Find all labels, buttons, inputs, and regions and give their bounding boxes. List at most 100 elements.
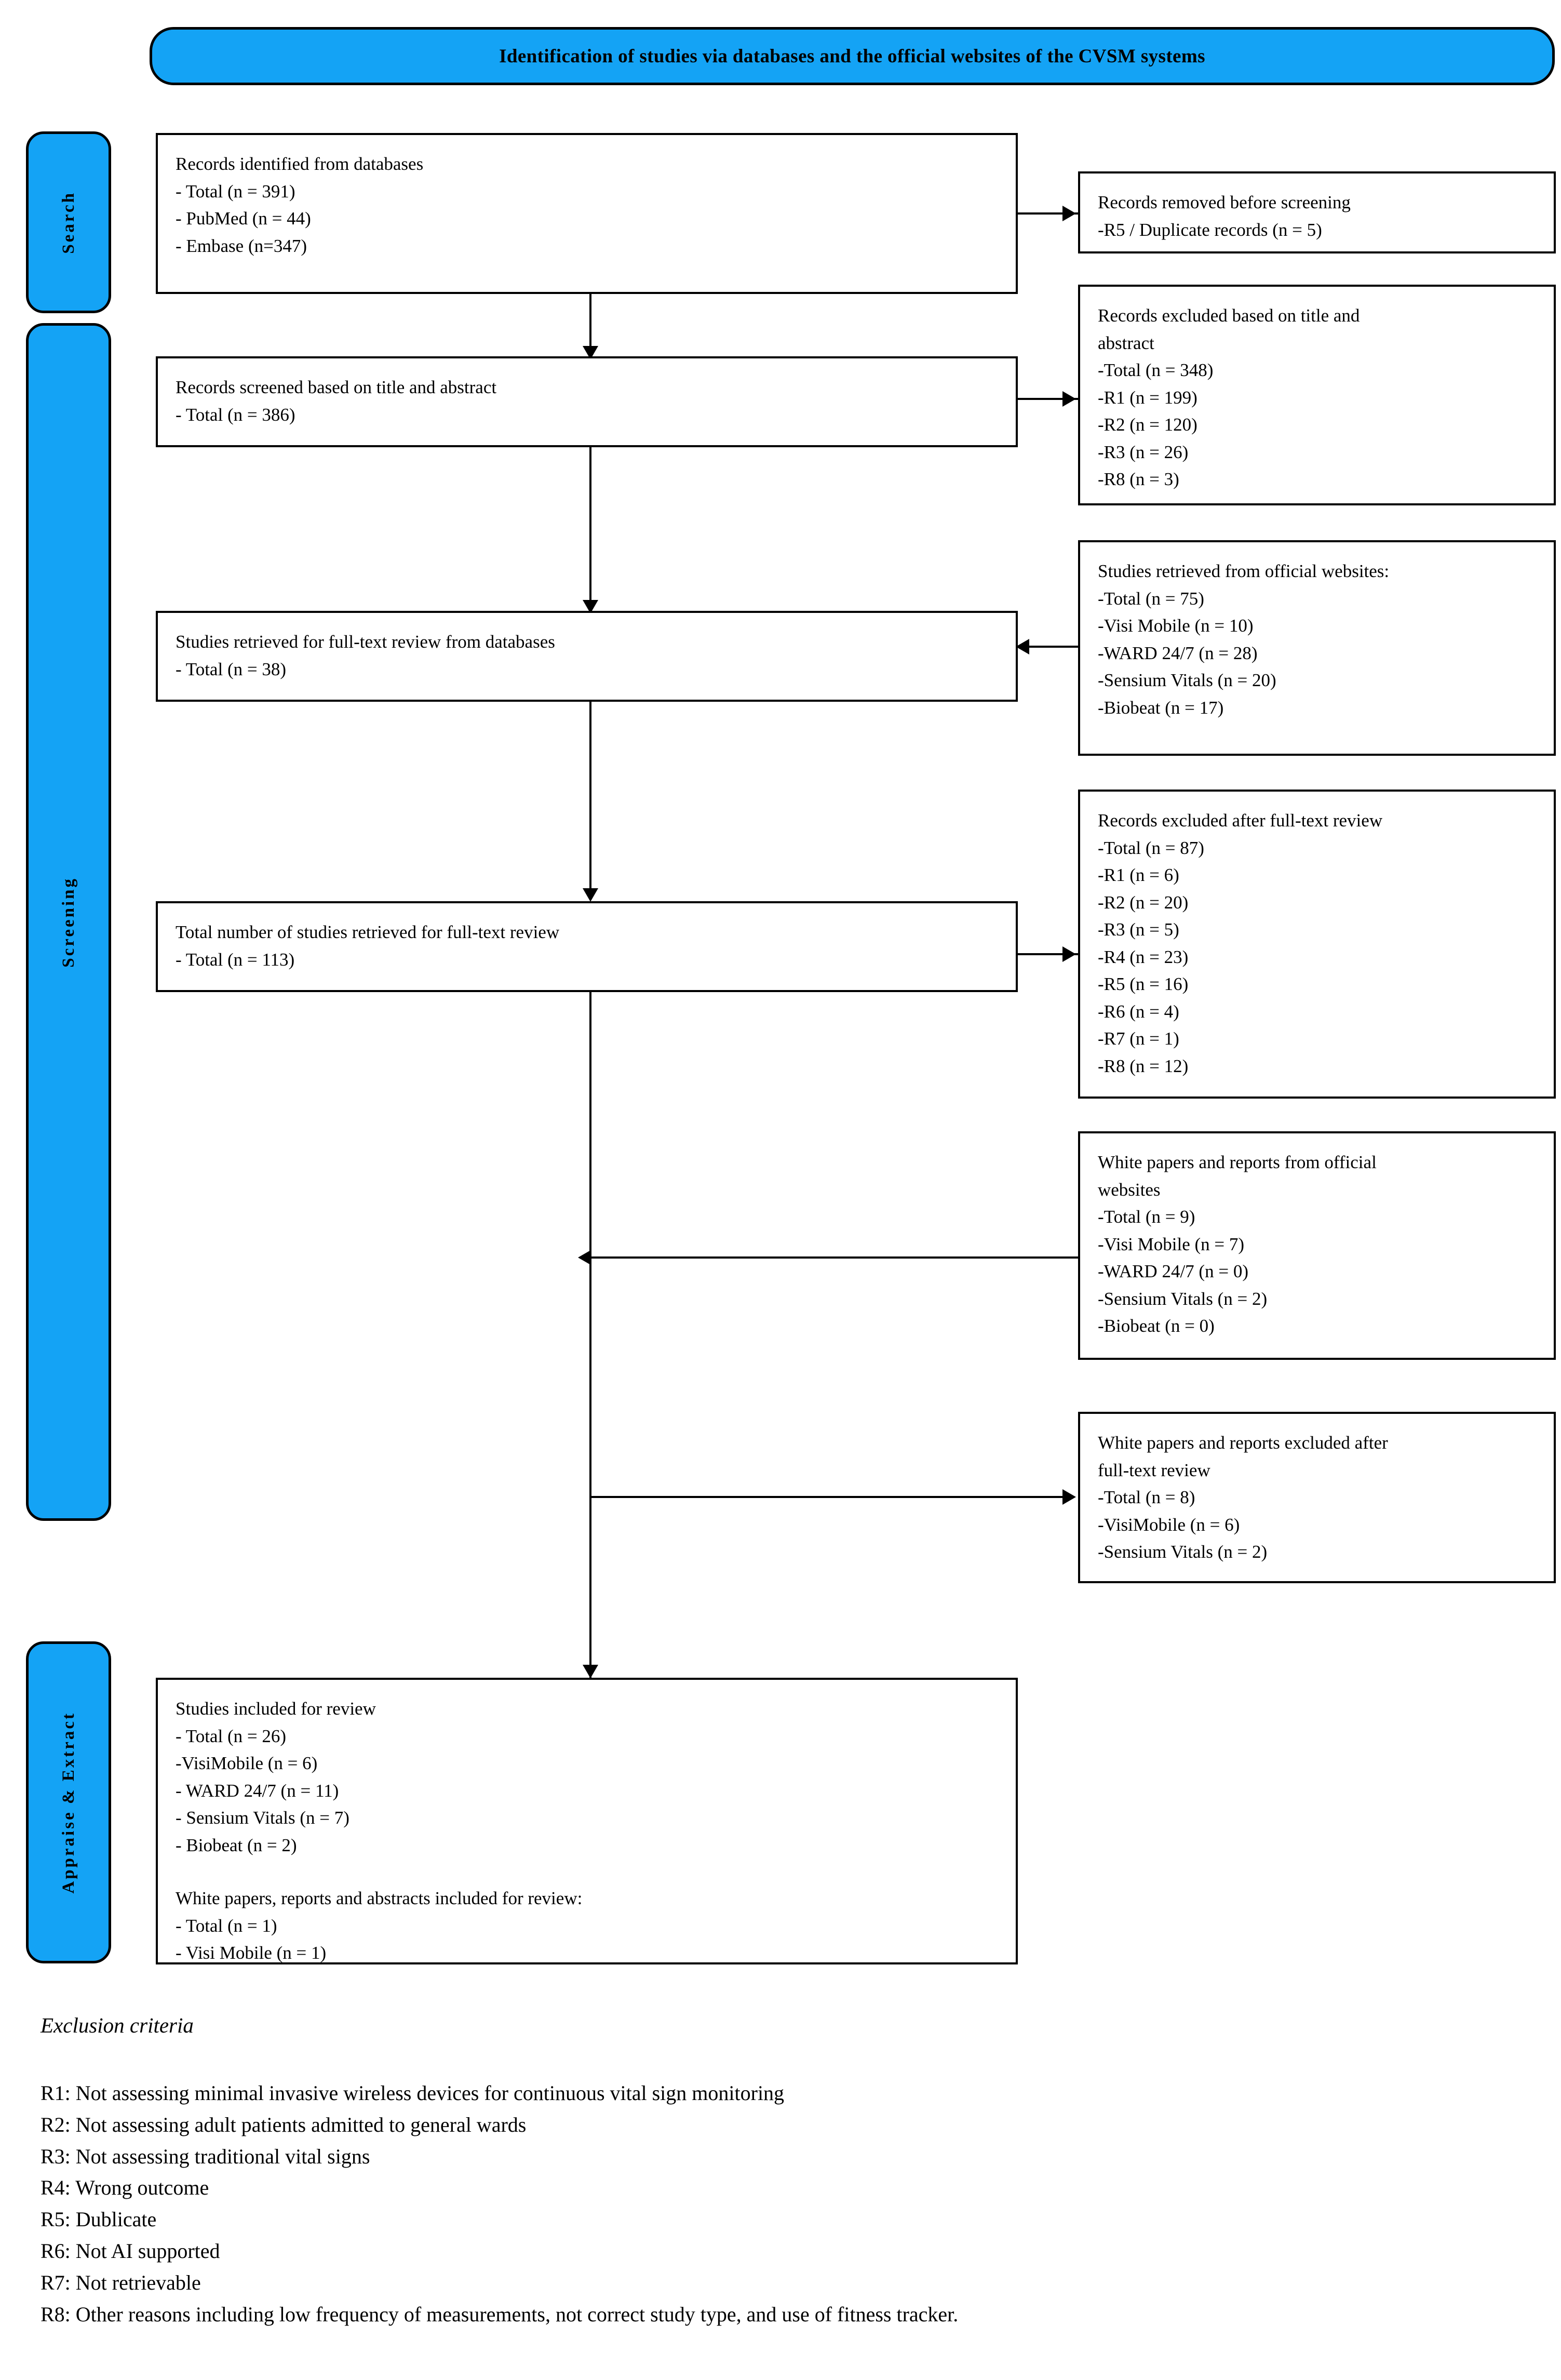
box-records-removed-before-screening: Records removed before screening -R5 / D… [1078, 171, 1556, 253]
box-line: -R4 (n = 23) [1098, 946, 1189, 967]
box-line: -R6 (n = 4) [1098, 1001, 1179, 1022]
arrowhead-screened-to-excluded [1062, 391, 1076, 407]
arrowhead-identified-to-removed [1062, 206, 1076, 221]
box-records-screened: Records screened based on title and abst… [156, 356, 1018, 447]
box-line-spacer [176, 1859, 998, 1885]
arrowhead-retrieved-to-total [583, 888, 598, 902]
banner-title: Identification of studies via databases … [499, 45, 1205, 67]
stage-label-appraise-extract: Appraise & Extract [59, 1711, 78, 1894]
connector-identified-to-removed [1016, 212, 1078, 215]
box-line: -Sensium Vitals (n = 2) [1098, 1542, 1268, 1562]
box-line: Studies retrieved for full-text review f… [176, 632, 555, 652]
box-line: - Total (n = 26) [176, 1726, 286, 1746]
box-white-papers-from-websites: White papers and reports from official w… [1078, 1131, 1556, 1360]
box-line: -Total (n = 9) [1098, 1207, 1195, 1227]
box-line: White papers and reports from official [1098, 1152, 1377, 1172]
connector-websites-to-retrieved [1028, 646, 1080, 648]
box-line: - Sensium Vitals (n = 7) [176, 1808, 349, 1828]
connector-total-to-included [589, 992, 591, 1678]
box-line: -R3 (n = 26) [1098, 442, 1189, 462]
box-line: Records excluded after full-text review [1098, 810, 1383, 831]
stage-pill-screening: Screening [26, 323, 111, 1521]
box-line: -Total (n = 75) [1098, 588, 1204, 609]
criteria-item: R2: Not assessing adult patients admitte… [41, 2112, 527, 2136]
criteria-item: R8: Other reasons including low frequenc… [41, 2302, 959, 2326]
box-line: - Total (n = 386) [176, 404, 295, 425]
box-line: -R1 (n = 199) [1098, 387, 1197, 408]
box-line: full-text review [1098, 1460, 1210, 1480]
connector-screened-to-excluded [1016, 398, 1078, 400]
box-line: - Total (n = 38) [176, 659, 286, 679]
box-records-identified: Records identified from databases - Tota… [156, 133, 1018, 294]
box-line: Records identified from databases [176, 154, 424, 174]
stage-pill-search: Search [26, 131, 111, 313]
box-line: Records excluded based on title and [1098, 305, 1360, 326]
arrowhead-main-to-whitepapers-excluded [1062, 1489, 1076, 1505]
box-line: -R7 (n = 1) [1098, 1028, 1179, 1049]
box-line: - WARD 24/7 (n = 11) [176, 1780, 339, 1801]
box-line: -R2 (n = 20) [1098, 892, 1189, 913]
arrowhead-total-to-excluded-fulltext [1062, 946, 1076, 962]
box-white-papers-excluded: White papers and reports excluded after … [1078, 1412, 1556, 1583]
box-line: Records removed before screening [1098, 192, 1351, 212]
box-line: -Biobeat (n = 0) [1098, 1316, 1215, 1336]
box-line: -R8 (n = 3) [1098, 469, 1179, 489]
box-line: -Total (n = 348) [1098, 360, 1214, 380]
box-line: -Sensium Vitals (n = 2) [1098, 1288, 1268, 1309]
connector-main-to-whitepapers-excluded [590, 1496, 1068, 1498]
box-line: abstract [1098, 332, 1154, 353]
arrowhead-websites-to-retrieved [1016, 639, 1029, 654]
stage-label-search: Search [59, 191, 78, 254]
criteria-item: R7: Not retrievable [41, 2270, 201, 2294]
box-line: - PubMed (n = 44) [176, 208, 311, 229]
box-line: -VisiMobile (n = 6) [1098, 1514, 1240, 1535]
box-line: -Total (n = 8) [1098, 1487, 1195, 1507]
box-line: - Total (n = 113) [176, 949, 295, 970]
box-line: -R3 (n = 5) [1098, 919, 1179, 940]
criteria-item: R4: Wrong outcome [41, 2176, 209, 2200]
criteria-item: R1: Not assessing minimal invasive wirel… [41, 2081, 785, 2105]
box-line: Total number of studies retrieved for fu… [176, 922, 560, 942]
connector-total-to-excluded-fulltext [1016, 953, 1078, 955]
box-line: White papers, reports and abstracts incl… [176, 1888, 583, 1908]
connector-screened-to-retrieved [589, 447, 591, 610]
box-line: - Total (n = 391) [176, 181, 295, 202]
box-line: White papers and reports excluded after [1098, 1433, 1388, 1453]
box-line: -R5 (n = 16) [1098, 974, 1189, 994]
stage-label-screening: Screening [59, 876, 78, 968]
box-line: -R2 (n = 120) [1098, 415, 1197, 435]
box-line: Records screened based on title and abst… [176, 377, 497, 397]
box-line: - Visi Mobile (n = 1) [176, 1943, 327, 1963]
identification-banner: Identification of studies via databases … [150, 27, 1555, 85]
connector-retrieved-to-total [589, 701, 591, 899]
box-line: -Total (n = 87) [1098, 837, 1204, 858]
box-studies-included: Studies included for review - Total (n =… [156, 1678, 1018, 1964]
box-line: -Visi Mobile (n = 7) [1098, 1234, 1245, 1254]
box-records-excluded-fulltext: Records excluded after full-text review … [1078, 790, 1556, 1099]
box-line: -WARD 24/7 (n = 0) [1098, 1261, 1248, 1281]
box-line: - Embase (n=347) [176, 235, 307, 256]
box-line: websites [1098, 1179, 1161, 1200]
box-line: -Visi Mobile (n = 10) [1098, 616, 1254, 636]
arrowhead-whitepapers-to-main [578, 1250, 591, 1265]
arrowhead-total-to-included [583, 1665, 598, 1678]
box-studies-retrieved-official-websites: Studies retrieved from official websites… [1078, 540, 1556, 756]
box-line: -R5 / Duplicate records (n = 5) [1098, 219, 1322, 240]
box-line: -R1 (n = 6) [1098, 865, 1179, 885]
box-line: - Biobeat (n = 2) [176, 1835, 297, 1855]
criteria-item: R6: Not AI supported [41, 2239, 220, 2263]
box-line: - Total (n = 1) [176, 1915, 277, 1936]
box-records-excluded-title-abstract: Records excluded based on title and abst… [1078, 285, 1556, 505]
connector-whitepapers-to-main [590, 1256, 1079, 1259]
box-line: -WARD 24/7 (n = 28) [1098, 643, 1258, 663]
box-line: -VisiMobile (n = 6) [176, 1753, 318, 1773]
box-studies-retrieved-databases: Studies retrieved for full-text review f… [156, 611, 1018, 702]
criteria-item: R3: Not assessing traditional vital sign… [41, 2144, 370, 2168]
box-line: -R8 (n = 12) [1098, 1055, 1189, 1076]
stage-pill-appraise-extract: Appraise & Extract [26, 1641, 111, 1963]
box-line: -Biobeat (n = 17) [1098, 697, 1224, 718]
box-line: -Sensium Vitals (n = 20) [1098, 670, 1276, 690]
exclusion-criteria-heading: Exclusion criteria [41, 2013, 194, 2037]
box-line: Studies included for review [176, 1699, 376, 1719]
